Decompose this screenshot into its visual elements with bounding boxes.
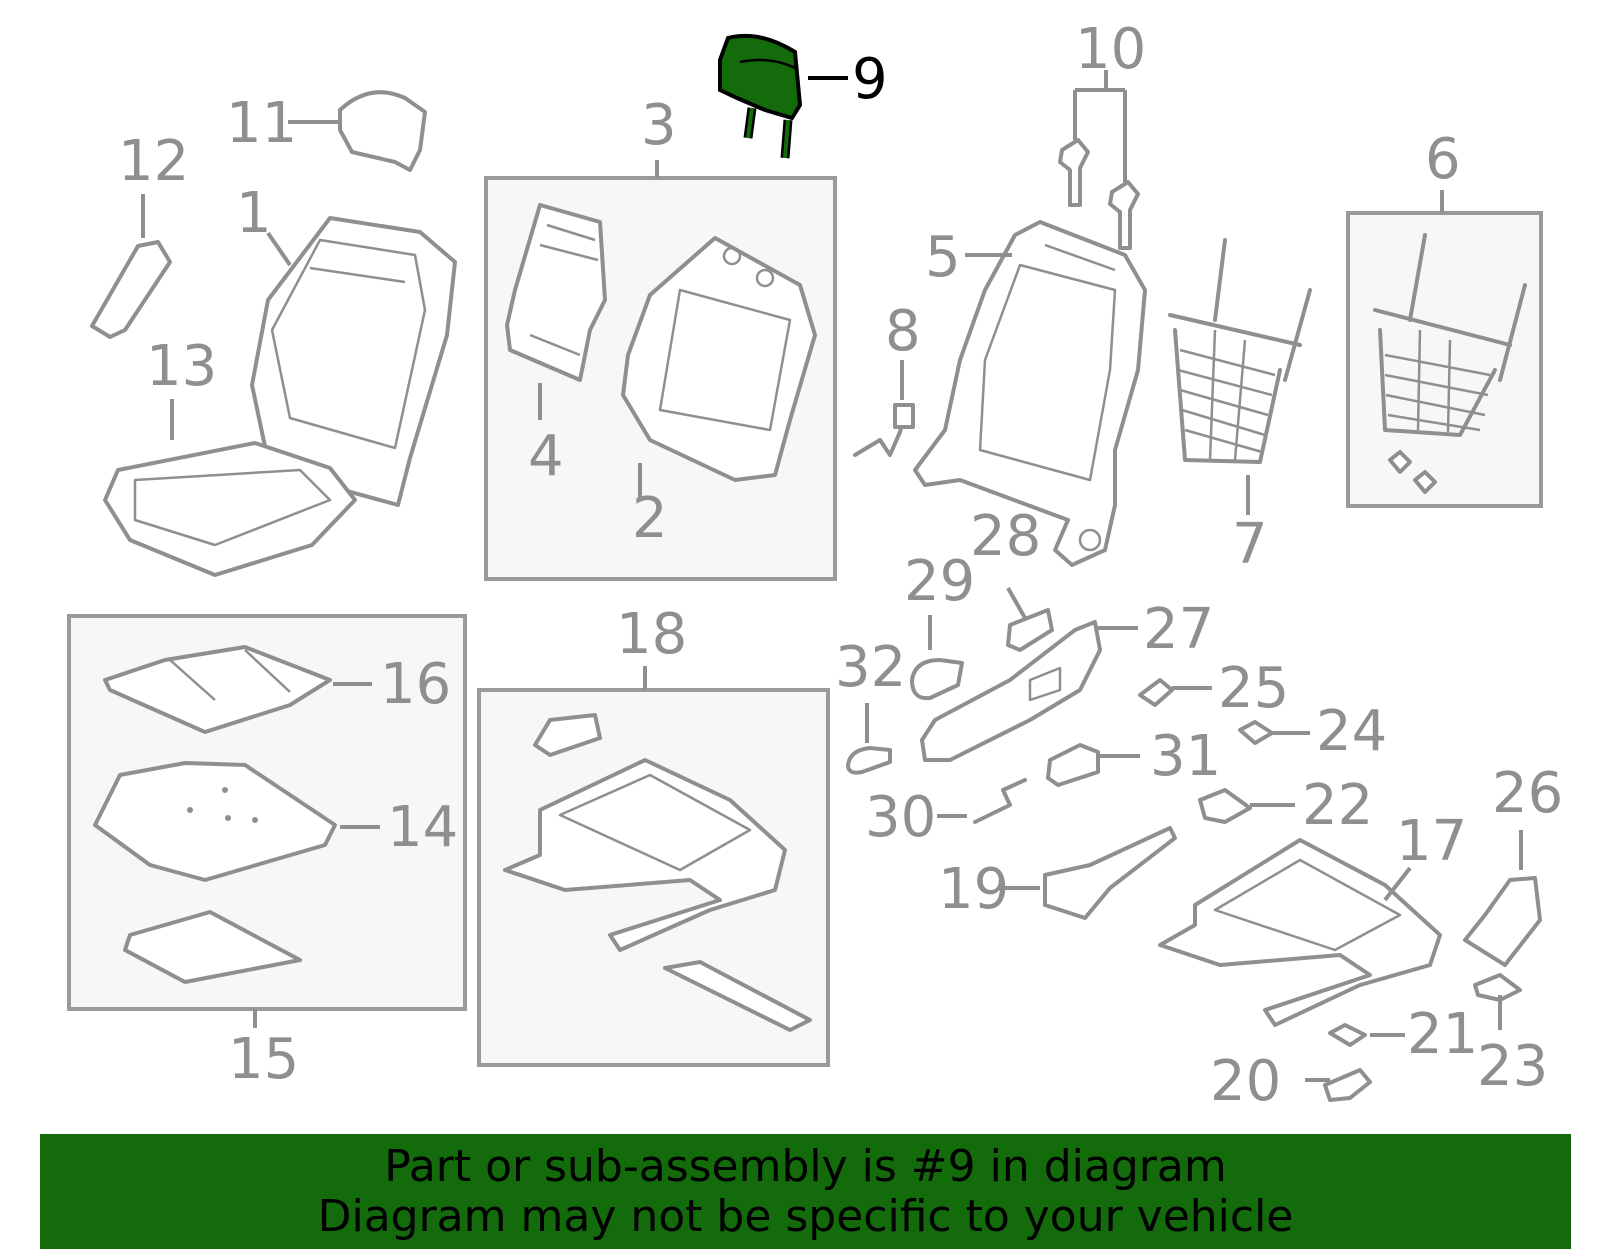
callout-16: 16 xyxy=(380,652,451,717)
part-7-lumbar-support xyxy=(1168,238,1312,464)
part-32-knob xyxy=(846,746,892,775)
callout-9: 9 xyxy=(852,47,888,112)
banner-line-2: Diagram may not be specific to your vehi… xyxy=(317,1191,1294,1242)
part-2-back-cover xyxy=(621,236,817,482)
callout-6: 6 xyxy=(1425,127,1461,192)
part-6-lumbar-assembly xyxy=(1373,233,1527,494)
part-5-seat-back-frame xyxy=(913,220,1147,567)
callout-labels: 1 2 3 4 5 6 7 8 9 10 11 12 13 14 15 16 1… xyxy=(118,17,1563,1114)
callout-26: 26 xyxy=(1492,761,1563,826)
callout-25: 25 xyxy=(1218,656,1289,721)
part-28-switch-cover xyxy=(1006,608,1054,652)
callout-31: 31 xyxy=(1150,724,1221,789)
callout-4: 4 xyxy=(528,424,564,489)
callout-27: 27 xyxy=(1143,597,1214,662)
callout-5: 5 xyxy=(925,225,961,290)
part-23-bracket xyxy=(1473,973,1522,1002)
callout-21: 21 xyxy=(1407,1002,1478,1067)
part-22-bracket xyxy=(1198,788,1252,824)
callout-8: 8 xyxy=(885,299,921,364)
callout-13: 13 xyxy=(146,334,217,399)
callout-18: 18 xyxy=(616,602,687,667)
callout-3: 3 xyxy=(641,93,677,158)
part-12-trim-panel xyxy=(90,240,172,339)
group-box-6 xyxy=(1346,211,1543,508)
part-29-knob xyxy=(910,658,964,701)
leader-lines xyxy=(141,70,1523,1082)
part-26-side-cover xyxy=(1463,876,1542,967)
banner-line-1: Part or sub-assembly is #9 in diagram xyxy=(384,1141,1227,1192)
part-16-cushion-pad-top xyxy=(103,645,332,734)
callout-19: 19 xyxy=(938,857,1009,922)
part-30-rod xyxy=(973,778,1027,824)
part-19-shield xyxy=(1043,826,1177,920)
part-31-switch xyxy=(1046,743,1100,787)
part-11-headrest xyxy=(338,90,427,172)
part-1-seat-back-trim xyxy=(250,216,457,507)
callout-22: 22 xyxy=(1302,773,1373,838)
part-21-clip xyxy=(1328,1023,1367,1047)
callout-1: 1 xyxy=(236,181,272,246)
callout-7: 7 xyxy=(1232,512,1268,577)
part-20-bracket xyxy=(1323,1068,1372,1102)
part-15-heater-mat xyxy=(123,910,302,984)
callout-28: 28 xyxy=(970,504,1041,569)
callout-17: 17 xyxy=(1396,809,1467,874)
callout-23: 23 xyxy=(1477,1034,1548,1099)
part-10-headrest-guides xyxy=(1058,138,1140,250)
callout-32: 32 xyxy=(835,635,906,700)
part-13-seat-cushion-trim xyxy=(103,441,357,577)
callout-24: 24 xyxy=(1316,699,1387,764)
callout-10: 10 xyxy=(1075,17,1146,82)
info-banner: Part or sub-assembly is #9 in diagram Di… xyxy=(40,1134,1571,1249)
callout-14: 14 xyxy=(387,795,458,860)
part-17-seat-track xyxy=(1158,838,1442,1027)
part-4-back-panel-frame xyxy=(505,203,607,382)
part-27-side-shield xyxy=(920,620,1102,762)
callout-20: 20 xyxy=(1210,1049,1281,1114)
part-9-headrest-highlighted xyxy=(718,33,803,159)
part-14-cushion-pad xyxy=(93,761,337,882)
callout-30: 30 xyxy=(865,785,936,850)
seat-parts-diagram: 1 2 3 4 5 6 7 8 9 10 11 12 13 14 15 16 1… xyxy=(67,17,1563,1114)
callout-29: 29 xyxy=(904,549,975,614)
callout-15: 15 xyxy=(228,1027,299,1092)
part-24-clip xyxy=(1238,720,1274,745)
callout-11: 11 xyxy=(226,91,297,156)
callout-12: 12 xyxy=(118,129,189,194)
callout-2: 2 xyxy=(632,486,668,551)
part-18-seat-track xyxy=(503,713,812,1032)
part-25-clip xyxy=(1138,678,1174,707)
part-8-wire-harness xyxy=(853,403,915,457)
